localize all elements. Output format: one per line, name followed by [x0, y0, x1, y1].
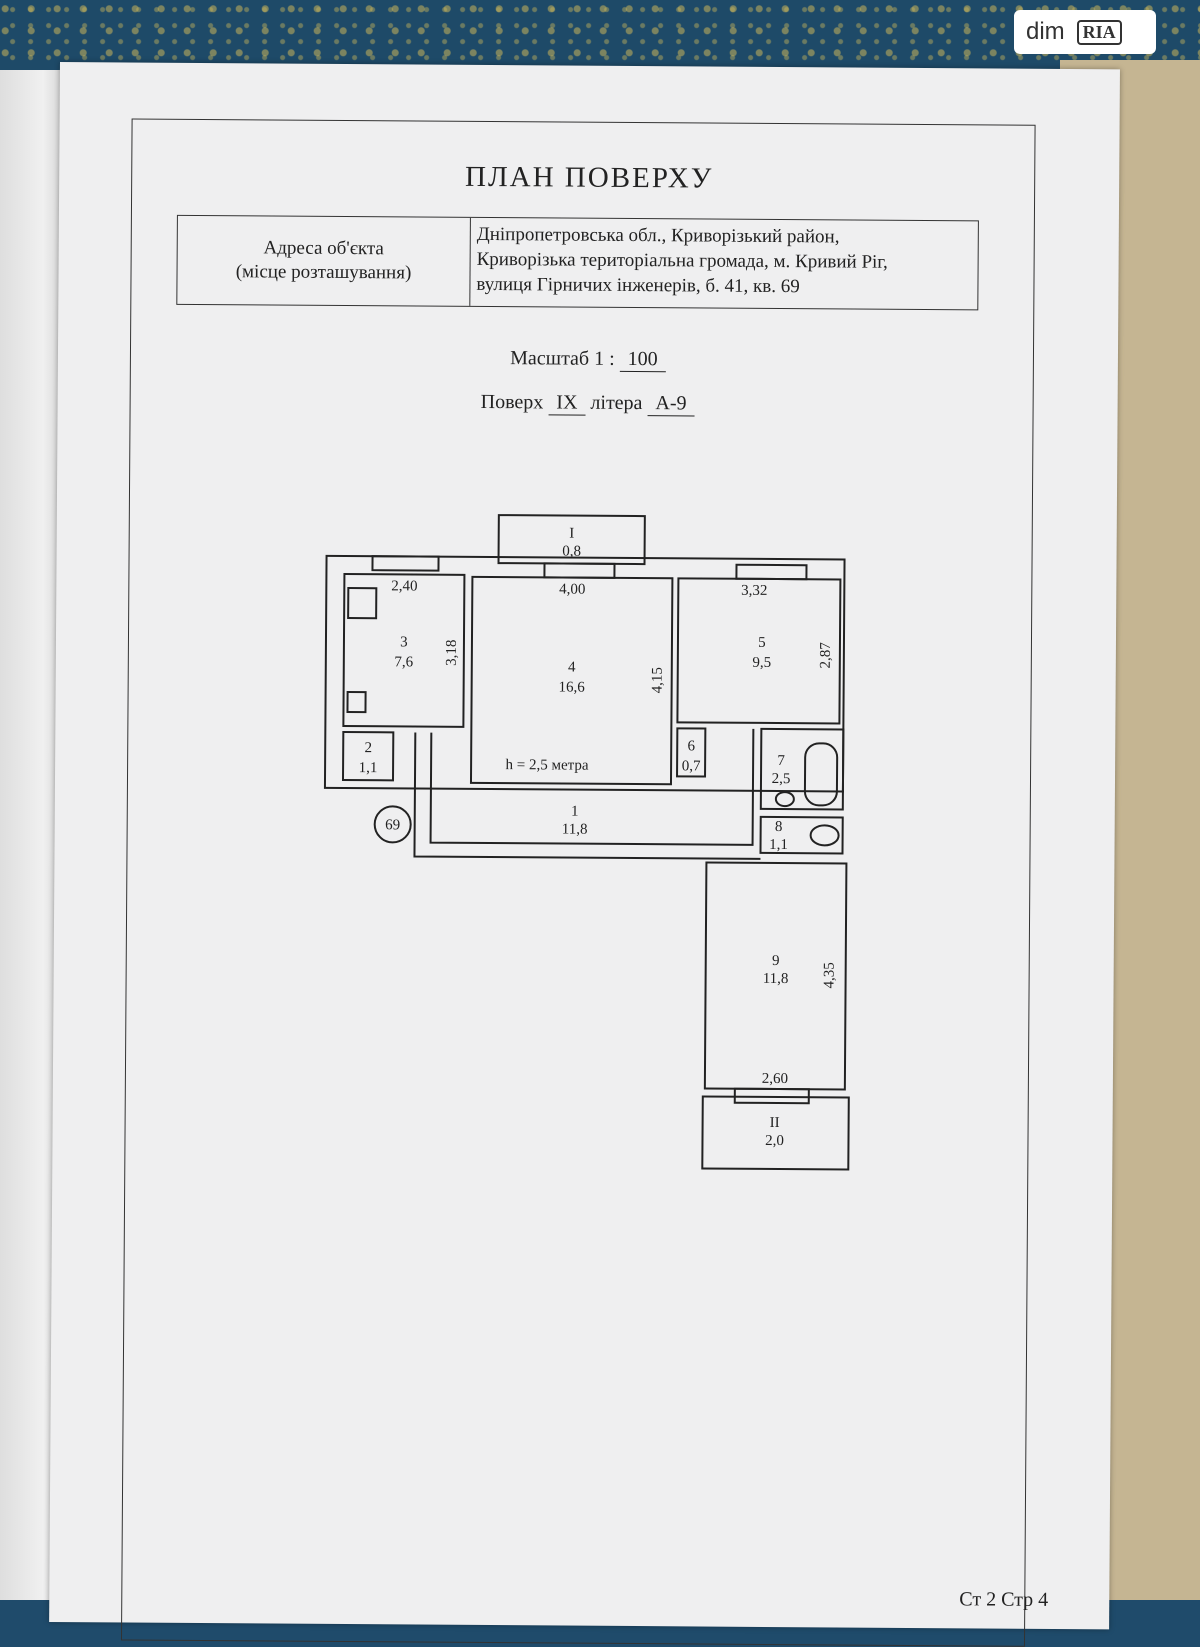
stove-icon — [347, 587, 378, 620]
apartment-circle — [373, 805, 412, 844]
room-area-8: 1,1 — [769, 837, 788, 853]
room-area-i: 0,8 — [562, 544, 581, 560]
room-area-6: 0,7 — [682, 758, 701, 774]
dim-bedroom-depth: 2,87 — [818, 642, 834, 669]
room-id-6: 6 — [687, 738, 695, 754]
room-area-7: 2,5 — [772, 771, 791, 787]
room-area-ii: 2,0 — [765, 1133, 784, 1149]
room-7 — [759, 727, 845, 811]
dimria-watermark: dim RIA — [1014, 10, 1156, 54]
sink-icon — [346, 691, 367, 714]
floor-plan: I 0,8 3 7,6 4 16,6 5 9,5 2 1,1 6 0,7 7 2… — [323, 514, 850, 1171]
watermark-ria: RIA — [1076, 19, 1122, 45]
room-8 — [759, 815, 844, 855]
room-id-ii: II — [770, 1115, 780, 1131]
room-area-9: 11,8 — [763, 971, 789, 987]
window-living — [543, 562, 616, 579]
room-area-2: 1,1 — [359, 760, 378, 776]
washbasin-icon — [774, 791, 795, 808]
room-id-2: 2 — [364, 740, 372, 756]
dim-living-depth: 4,15 — [650, 667, 666, 693]
room-6 — [676, 727, 707, 778]
room-id-8: 8 — [775, 819, 783, 835]
hallway-wall — [413, 732, 761, 860]
room-area-5: 9,5 — [752, 655, 771, 671]
outer-wall-upper — [323, 554, 846, 793]
room-area-1: 11,8 — [562, 822, 588, 838]
document-sheet: ПЛАН ПОВЕРХУ Адреса об'єкта (місце розта… — [49, 62, 1120, 1647]
page-number: Ст 2 Стр 4 — [959, 1588, 1049, 1611]
room-id-1: 1 — [571, 804, 579, 820]
room-area-3: 7,6 — [394, 654, 413, 670]
balcony-ii — [701, 1095, 850, 1171]
window-room9 — [733, 1087, 810, 1105]
dim-bedroom-width: 3,32 — [741, 583, 767, 599]
room-id-5: 5 — [758, 635, 766, 651]
apartment-number: 69 — [385, 817, 400, 833]
dim-living-width: 4,00 — [559, 581, 585, 597]
dim-room9-depth: 4,35 — [822, 962, 838, 988]
room-id-9: 9 — [772, 953, 780, 969]
dim-kitchen-width: 2,40 — [391, 578, 417, 594]
room-3 — [342, 572, 466, 728]
room-id-7: 7 — [777, 753, 785, 769]
window-bedroom — [735, 563, 808, 581]
dim-room9-width: 2,60 — [762, 1071, 788, 1087]
hallway-inner — [429, 728, 755, 846]
room-2 — [341, 730, 395, 782]
toilet-icon — [809, 824, 840, 847]
bathtub-icon — [803, 742, 839, 807]
window-kitchen — [371, 555, 440, 572]
height-note: h = 2,5 метра — [506, 757, 589, 774]
dim-kitchen-depth: 3,18 — [444, 640, 460, 666]
room-id-3: 3 — [400, 634, 408, 650]
room-id-4: 4 — [568, 660, 576, 676]
watermark-dim: dim — [1026, 18, 1065, 45]
room-id-i: I — [569, 526, 574, 542]
room-area-4: 16,6 — [558, 679, 585, 695]
